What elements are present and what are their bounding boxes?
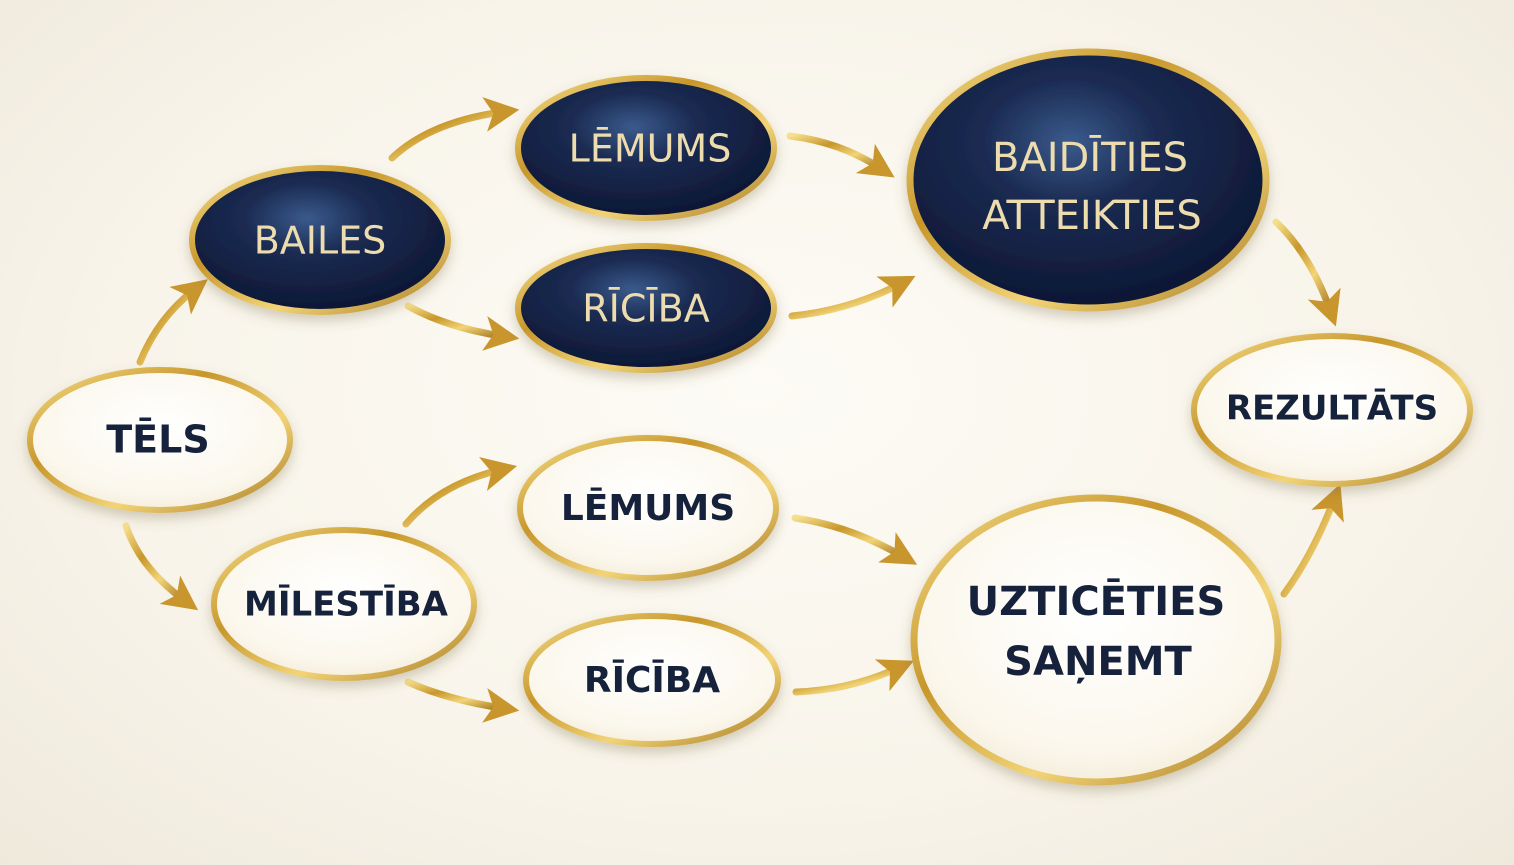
node-riciba-love-label: RĪCĪBA [584,659,720,701]
node-lemums-love-label: LĒMUMS [561,487,735,529]
node-riciba-fear-label: RĪCĪBA [582,287,709,331]
node-tels: TĒLS [27,367,293,513]
arrow-lemums-to-uzticeties [791,514,918,565]
node-uzticeties-line2: SAŅEMT [1004,639,1192,685]
node-milestiba: MĪLESTĪBA [211,527,477,681]
arrow-lemums-to-baidities [786,132,895,178]
node-milestiba-label: MĪLESTĪBA [244,585,449,625]
arrow-bailes-to-riciba [404,302,520,351]
node-riciba-fear: RĪCĪBA [515,243,777,373]
node-bailes-label: BAILES [254,219,387,263]
node-lemums-love: LĒMUMS [517,435,779,581]
node-uzticeties: UZTICĒTIES SAŅEMT [910,494,1282,786]
arrows [122,97,1344,723]
arrow-milestiba-to-lemums [402,456,518,528]
node-baidities-line1: BAIDĪTIES [992,134,1188,181]
arrow-uzticeties-to-rezultats [1280,483,1344,598]
arrow-baidities-to-rezultats [1272,218,1341,327]
node-riciba-love: RĪCĪBA [523,613,781,747]
node-lemums-fear: LĒMUMS [515,75,777,221]
node-bailes: BAILES [189,165,451,315]
node-rezultats: REZULTĀTS [1191,333,1473,487]
arrow-tels-to-bailes [136,279,208,366]
node-baidities-line2: ATTEIKTIES [982,193,1202,239]
node-baidities: BAIDĪTIES ATTEIKTIES [906,48,1270,312]
arrow-riciba-to-baidities [788,275,916,320]
arrow-bailes-to-lemums [388,97,520,162]
arrow-riciba-to-uzticeties [792,659,914,696]
node-uzticeties-line1: UZTICĒTIES [967,577,1226,625]
node-tels-label: TĒLS [106,418,209,462]
node-rezultats-label: REZULTĀTS [1226,389,1438,429]
arrow-tels-to-milestiba [122,522,199,611]
arrow-milestiba-to-riciba [404,678,520,723]
node-lemums-fear-label: LĒMUMS [569,127,732,171]
